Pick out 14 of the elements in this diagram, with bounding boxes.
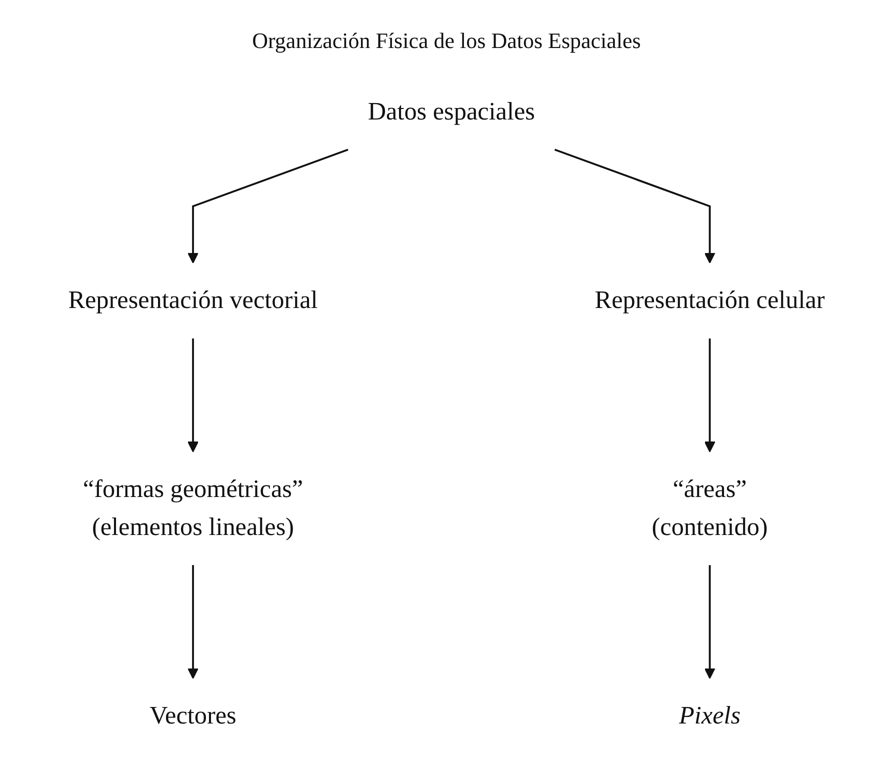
- node-text: “áreas” (contenido): [652, 476, 768, 542]
- node-text: Datos espaciales: [368, 98, 535, 126]
- node-text: Representación celular: [594, 286, 825, 315]
- node-text: Pixels: [679, 702, 741, 730]
- arrow: [187, 338, 199, 452]
- node-text: Vectores: [150, 702, 236, 730]
- arrow: [554, 148, 716, 264]
- diagram-title: Organización Física de los Datos Espaciales: [251, 28, 642, 54]
- arrow: [187, 565, 199, 679]
- arrow: [704, 338, 716, 452]
- arrow: [704, 565, 716, 679]
- node-text: Representación vectorial: [68, 286, 318, 315]
- arrow: [187, 148, 348, 264]
- node-text: “formas geométricas” (elementos lineales): [82, 476, 304, 542]
